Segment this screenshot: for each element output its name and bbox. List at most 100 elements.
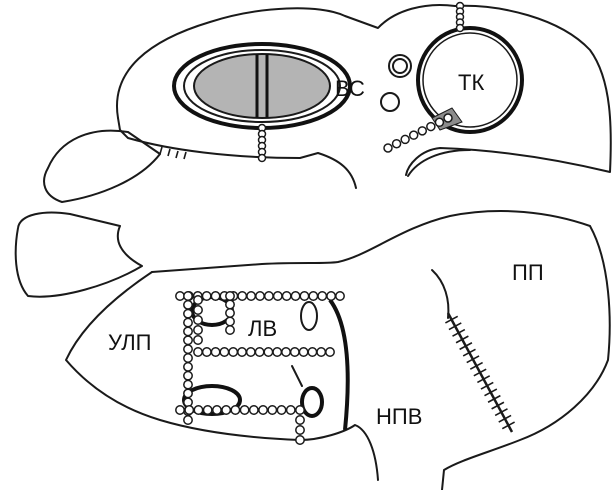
suture-chain-diagonal — [384, 114, 452, 152]
suture-bead — [184, 354, 192, 362]
suture-bead — [247, 348, 255, 356]
suture-bead — [184, 372, 192, 380]
suture-bead — [203, 406, 211, 414]
pulmonary-vein-lower-right — [302, 388, 322, 416]
pulmonary-vein-upper-right — [301, 302, 317, 330]
top-bottom-left — [118, 118, 356, 188]
suture-bead — [457, 25, 464, 32]
label-pp: ПП — [512, 260, 544, 285]
suture-bead — [194, 306, 202, 314]
suture-bead — [326, 348, 334, 356]
suture-bead — [202, 292, 210, 300]
suture-bead — [256, 292, 264, 300]
suture-bead — [226, 317, 234, 325]
suture-bead — [184, 389, 192, 397]
suture-bead — [176, 292, 184, 300]
suture-bead — [274, 292, 282, 300]
suture-bead — [308, 348, 316, 356]
suture-bead — [277, 406, 285, 414]
left-wedge-top — [44, 131, 160, 202]
bottom-panel: УЛП ЛВ ПП НПВ — [16, 211, 610, 490]
suture-bead — [435, 118, 443, 126]
suture-bead — [336, 292, 344, 300]
suture-bead — [194, 336, 202, 344]
suture-bead — [264, 348, 272, 356]
suture-bead — [184, 363, 192, 371]
left-atrium-wall — [330, 300, 348, 430]
suture-bead — [300, 292, 308, 300]
suture-bead — [220, 348, 228, 356]
suture-bead — [318, 292, 326, 300]
suture-bead — [222, 406, 230, 414]
suture-bead — [211, 292, 219, 300]
suture-bead — [291, 348, 299, 356]
suture-bead — [184, 345, 192, 353]
label-tk: ТК — [458, 70, 484, 95]
suture-bead — [184, 416, 192, 424]
small-tab — [292, 366, 302, 386]
suture-bead — [176, 406, 184, 414]
suture-bead — [229, 348, 237, 356]
inner-curve-top — [408, 150, 470, 176]
suture-bead — [410, 131, 418, 139]
suture-bead — [296, 436, 304, 444]
suture-bead — [255, 348, 263, 356]
suture-bead — [238, 348, 246, 356]
suture-bead — [231, 406, 239, 414]
suture-bead — [309, 292, 317, 300]
suture-bead — [393, 140, 401, 148]
suture-bead — [250, 406, 258, 414]
suture-bead — [194, 316, 202, 324]
suture-bead — [287, 406, 295, 414]
suture-bead — [185, 406, 193, 414]
suture-bead — [203, 348, 211, 356]
suture-bead — [213, 406, 221, 414]
suture-bead — [265, 292, 273, 300]
aortic-valve — [174, 44, 350, 128]
suture-bead — [194, 406, 202, 414]
suture-bead — [259, 406, 267, 414]
suture-bead — [296, 426, 304, 434]
inner-curve-bottom — [432, 270, 448, 318]
suture-bead — [184, 318, 192, 326]
suture-bead — [184, 327, 192, 335]
suture-bead — [226, 292, 234, 300]
suture-bead — [282, 292, 290, 300]
suture-chain-aortic — [259, 125, 266, 162]
incision-hatch — [445, 316, 514, 428]
suture-bead — [418, 127, 426, 135]
suture-bead — [296, 406, 304, 414]
suture-bead — [194, 326, 202, 334]
suture-bead — [194, 296, 202, 304]
suture-chain-tricuspid — [457, 3, 464, 32]
suture-bead — [291, 292, 299, 300]
suture-chains-left-atrium — [176, 292, 344, 444]
suture-bead — [211, 348, 219, 356]
suture-bead — [247, 292, 255, 300]
suture-bead — [226, 309, 234, 317]
suture-bead — [226, 326, 234, 334]
label-vs: ВС — [335, 76, 365, 101]
label-npv: НПВ — [376, 404, 422, 429]
suture-bead — [240, 406, 248, 414]
aortic-valve-leaflets — [194, 54, 330, 118]
ostium-ring-2 — [381, 93, 399, 111]
suture-bead — [194, 348, 202, 356]
suture-bead — [327, 292, 335, 300]
suture-bead — [427, 123, 435, 131]
suture-bead — [238, 292, 246, 300]
suture-bead — [184, 310, 192, 318]
suture-bead — [282, 348, 290, 356]
suture-bead — [273, 348, 281, 356]
suture-bead — [259, 155, 266, 162]
label-ulp: УЛП — [108, 330, 152, 355]
suture-bead — [184, 292, 192, 300]
suture-bead — [444, 114, 452, 122]
suture-bead — [226, 300, 234, 308]
left-wedge-bottom — [16, 213, 142, 297]
suture-bead — [184, 336, 192, 344]
suture-bead — [296, 416, 304, 424]
suture-bead — [184, 380, 192, 388]
